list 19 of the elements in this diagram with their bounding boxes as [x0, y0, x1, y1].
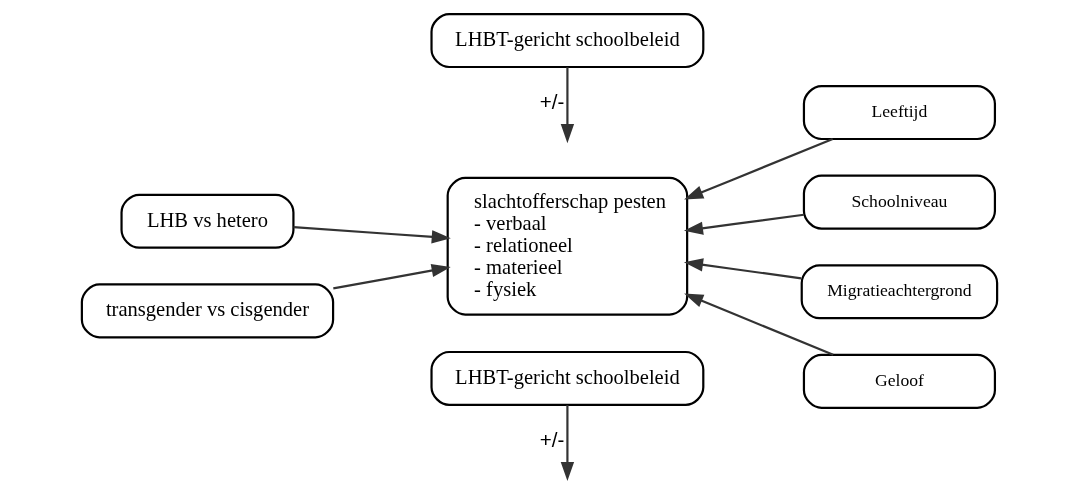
arrow	[560, 67, 575, 144]
edge-label: +/-	[539, 427, 565, 451]
arrow	[684, 138, 834, 200]
arrow	[560, 405, 575, 482]
node-box: Geloof	[802, 353, 996, 409]
node-box: Migratieachtergrond	[800, 264, 999, 320]
arrow	[683, 258, 802, 280]
node-box: LHBT-gericht schoolbeleid	[430, 350, 705, 406]
node-box: transgender vs cisgender	[80, 283, 335, 339]
arrow	[683, 213, 804, 235]
node-box: Schoolniveau	[802, 174, 996, 230]
arrow	[293, 226, 451, 244]
arrow	[684, 293, 834, 356]
edge-label: +/-	[539, 89, 565, 113]
node-box: Leeftijd	[802, 85, 996, 141]
node-box: LHBT-gericht schoolbeleid	[430, 13, 705, 69]
node-box: LHB vs hetero	[120, 193, 295, 249]
arrow	[333, 263, 451, 290]
node-box: slachtofferschap pesten - verbaal - relationeel - materieel - fysiek	[446, 176, 689, 316]
